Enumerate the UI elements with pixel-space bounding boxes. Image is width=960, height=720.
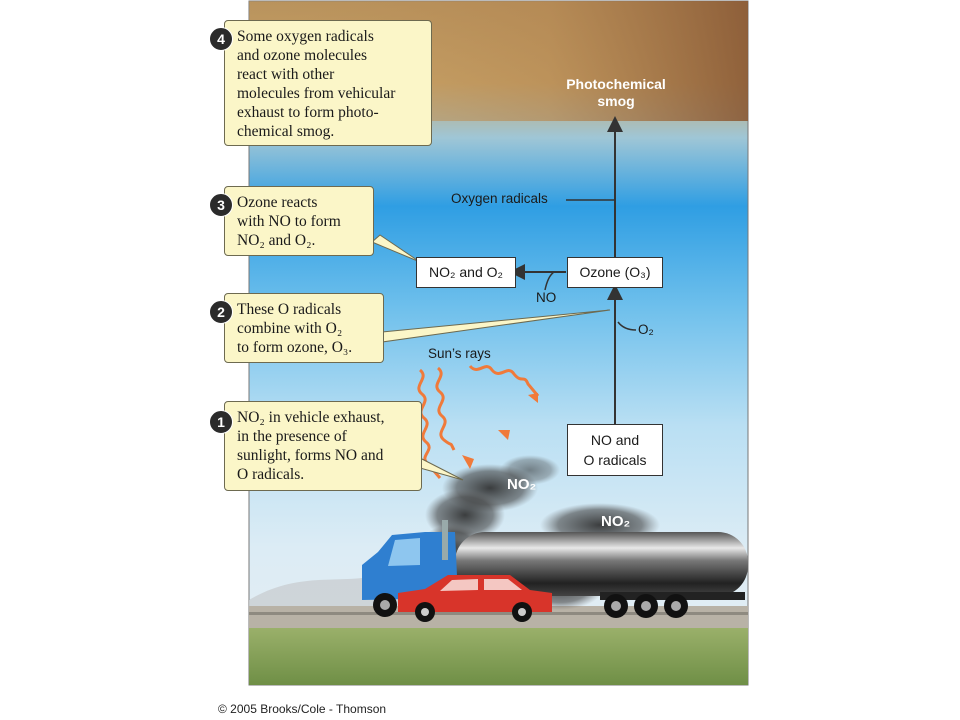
- callout-4-line: react with other: [237, 66, 335, 83]
- callout-4-line: and ozone molecules: [237, 47, 367, 64]
- no-reactant-label: NO: [536, 290, 557, 305]
- oxygen-radicals-label: Oxygen radicals: [451, 191, 548, 206]
- callout-4-line: chemical smog.: [237, 123, 335, 140]
- callout-1-line: O radicals.: [237, 466, 305, 483]
- step-badge-1: 1: [209, 410, 233, 434]
- callout-2-line: combine with O₂: [237, 320, 343, 337]
- callout-4-line: molecules from vehicular: [237, 85, 396, 102]
- callout-1-line: sunlight, forms NO and: [237, 447, 384, 464]
- smog-label-line: smog: [597, 93, 635, 109]
- smog-label-line: Photochemical: [566, 76, 666, 92]
- ozone-box: Ozone (O₃): [567, 257, 663, 288]
- photochemical-smog-label: Photochemical smog: [556, 76, 676, 110]
- callout-4-line: exhaust to form photo-: [237, 104, 379, 121]
- callout-2-line: to form ozone, O₃.: [237, 339, 353, 356]
- callout-step-2: These O radicals combine with O₂ to form…: [224, 293, 384, 363]
- radicals-box-line: NO and: [590, 432, 640, 448]
- callout-1-line: NO₂ in vehicle exhaust,: [237, 409, 385, 426]
- sun-rays-icon: [417, 364, 540, 479]
- callout-step-3: Ozone reacts with NO to form NO₂ and O₂.: [224, 186, 374, 256]
- step-badge-2: 2: [209, 300, 233, 324]
- no2-exhaust-label: NO₂: [507, 476, 537, 493]
- suns-rays-label: Sun’s rays: [428, 346, 491, 361]
- callout-3-line: NO₂ and O₂.: [237, 232, 316, 249]
- step-badge-3: 3: [209, 193, 233, 217]
- callout-2-line: These O radicals: [237, 301, 342, 318]
- callout-step-4: Some oxygen radicals and ozone molecules…: [224, 20, 432, 146]
- callout-step-1: NO₂ in vehicle exhaust, in the presence …: [224, 401, 422, 491]
- o2-reactant-label: O₂: [638, 322, 654, 337]
- callout-3-line: Ozone reacts: [237, 194, 318, 211]
- no2-and-o2-box: NO₂ and O₂: [416, 257, 516, 288]
- callout-3-line: with NO to form: [237, 213, 341, 230]
- copyright-notice: © 2005 Brooks/Cole - Thomson: [218, 702, 387, 716]
- callout-4-line: Some oxygen radicals: [237, 28, 374, 45]
- step-badge-4: 4: [209, 27, 233, 51]
- no-and-o-radicals-box: NO and O radicals: [567, 424, 663, 476]
- callout-1-line: in the presence of: [237, 428, 347, 445]
- no2-exhaust-label-2: NO₂: [601, 513, 631, 530]
- radicals-box-line: O radicals: [583, 452, 647, 468]
